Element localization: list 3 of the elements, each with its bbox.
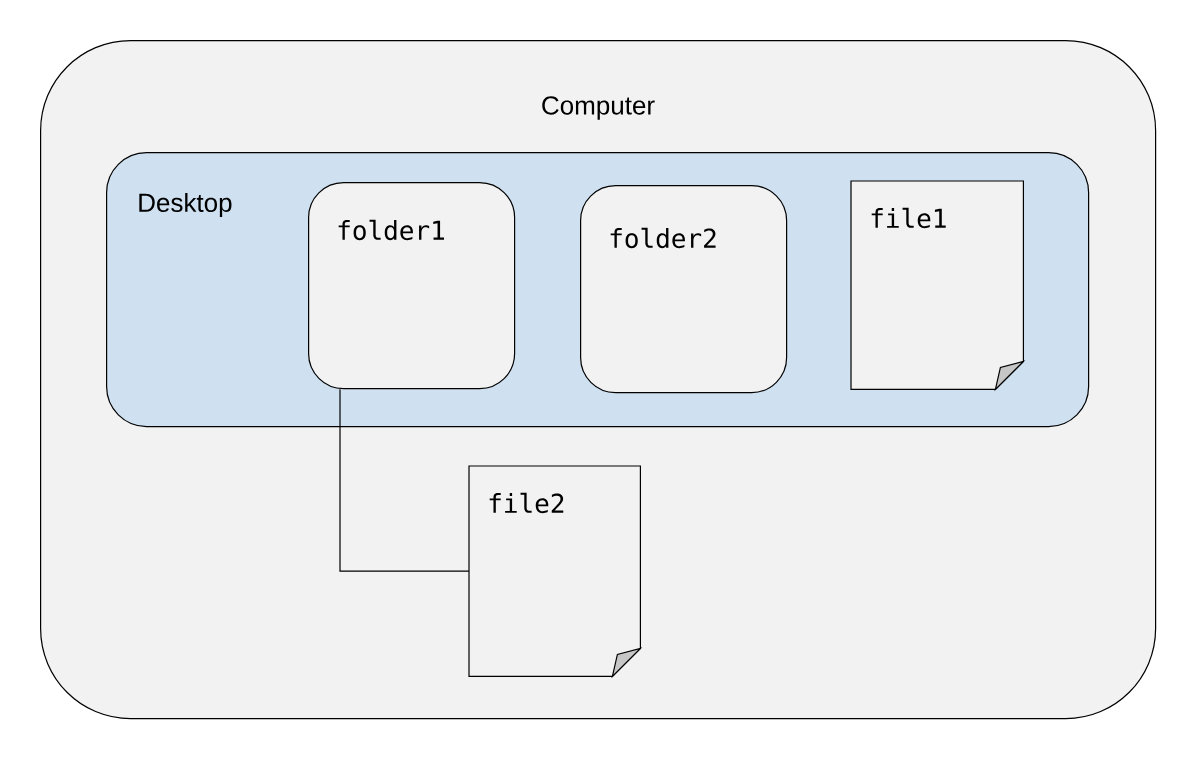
folder-box: folder2: [580, 185, 788, 394]
folder-box: folder1: [308, 182, 516, 390]
connector-line: [339, 388, 470, 572]
